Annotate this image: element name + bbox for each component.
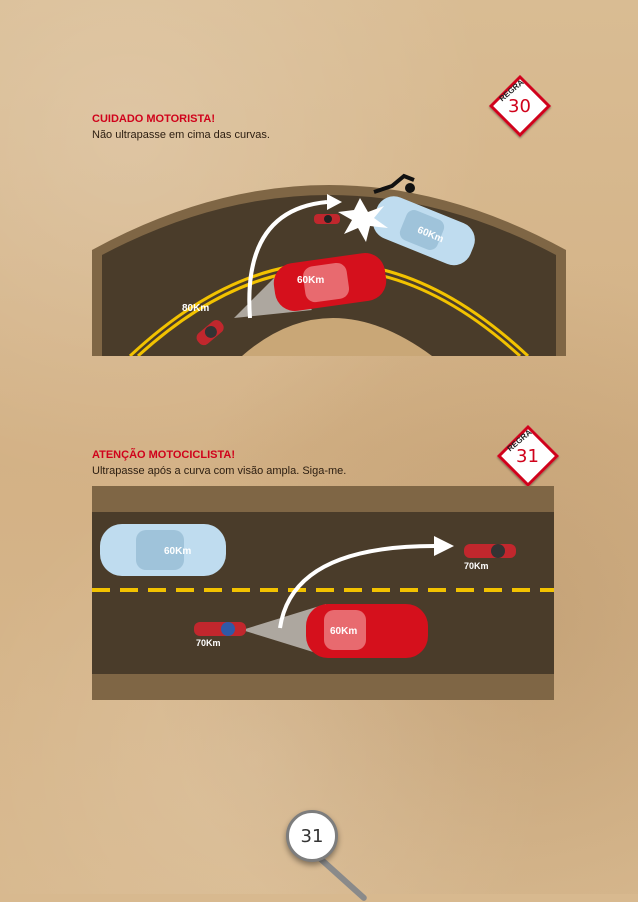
rule30-arrow-path [247, 200, 328, 319]
rule30-car-red [273, 253, 387, 311]
rule31-shoulder-top [92, 486, 554, 512]
rule31-road [92, 486, 554, 700]
rule30-arrow-head [327, 194, 342, 210]
rule31-car-blue [100, 524, 226, 576]
rule31-arrow-path [278, 544, 435, 629]
rule31-title: ATENÇÃO MOTOCICLISTA! [92, 449, 235, 461]
rule30-badge: REGRA 30 [488, 74, 552, 138]
rule31-car-red-speed: 60Km [330, 626, 357, 637]
rule31-moto-rider-icon [194, 622, 246, 636]
rule30-moto-oncoming-icon [314, 214, 340, 224]
rule31-arrow-head [434, 536, 454, 556]
rule30-crash-icon [338, 198, 388, 242]
rule30-car-red-speed: 60Km [297, 275, 324, 286]
rule31-car-blue-speed: 60Km [164, 546, 191, 557]
rule31-moto-ahead-speed: 70Km [464, 561, 489, 571]
rule31-moto-ahead-icon [464, 544, 516, 558]
rule30-subtitle: Não ultrapasse em cima das curvas. [92, 129, 270, 141]
rule31-light-beam [242, 604, 326, 656]
rule31-shoulder-bottom [92, 674, 554, 700]
rule30-car-blue [372, 196, 475, 266]
rule31-subtitle: Ultrapasse após a curva com visão ampla.… [92, 465, 347, 477]
rule30-inner-dirt [242, 318, 432, 356]
rule31-badge: REGRA 31 [496, 424, 560, 488]
rule30-illustration: 60Km 60Km 80Km [92, 173, 566, 356]
rule30-fallen-rider-icon [373, 173, 415, 194]
rule31-moto-speed: 70Km [196, 638, 221, 648]
rule31-illustration: 60Km 60Km 70Km 70Km [92, 486, 554, 700]
rule30-moto-speed: 80Km [182, 303, 209, 314]
rule30-badge-number: 30 [508, 96, 531, 117]
page-number: 31 [286, 810, 338, 862]
rule31-car-red [306, 604, 428, 658]
rule30-title: CUIDADO MOTORISTA! [92, 113, 216, 125]
rule30-moto-rider-icon [196, 320, 224, 346]
rule31-badge-number: 31 [516, 446, 539, 467]
